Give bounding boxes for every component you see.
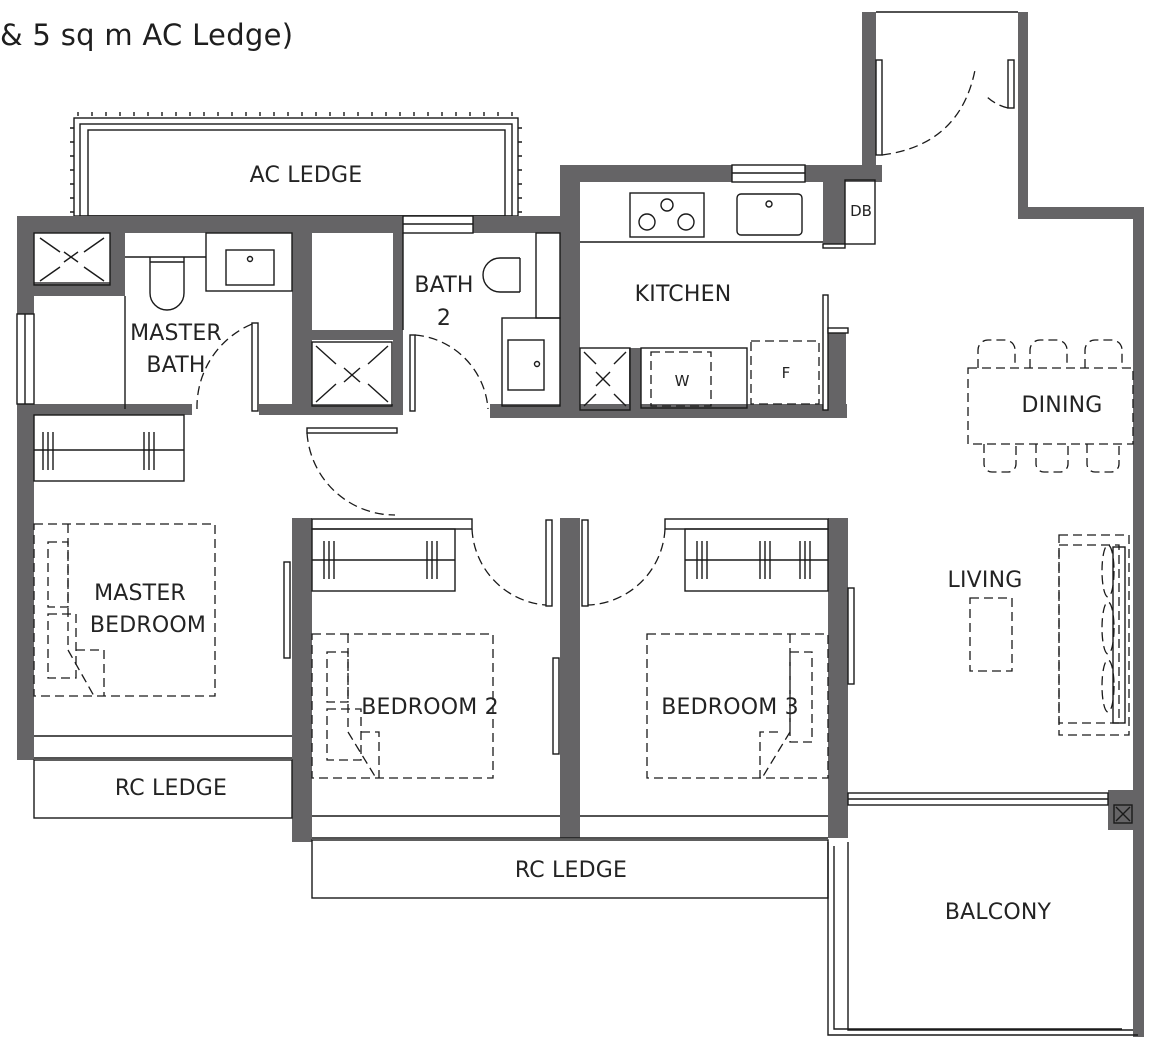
bath-2 <box>311 215 561 412</box>
kitchen <box>579 164 876 411</box>
label-washer: W <box>675 372 690 390</box>
rc-ledge-left <box>33 759 293 819</box>
room-label-bedroom-2: BEDROOM 2 <box>361 695 499 720</box>
entrance-door[interactable] <box>875 11 1018 156</box>
floor-plan-caption: & 5 sq m AC Ledge) <box>0 18 294 52</box>
room-label-master-bath-1: MASTER <box>130 321 222 346</box>
walls <box>17 12 1144 1037</box>
balcony <box>827 792 1138 1036</box>
living-furniture <box>969 534 1130 736</box>
room-label-master-bedroom-1: MASTER <box>94 581 186 606</box>
master-bedroom <box>33 414 398 737</box>
room-label-bath2-1: BATH <box>414 273 473 298</box>
label-db: DB <box>850 202 872 220</box>
room-label-ac-ledge: AC LEDGE <box>250 163 363 188</box>
room-label-kitchen: KITCHEN <box>635 282 732 307</box>
master-bath <box>16 232 293 412</box>
room-label-bedroom-3: BEDROOM 3 <box>661 695 799 720</box>
room-label-bath2-2: 2 <box>437 306 451 331</box>
bedroom-2 <box>311 518 560 817</box>
dining-table <box>967 339 1134 473</box>
room-label-master-bath-2: BATH <box>146 353 205 378</box>
room-label-master-bedroom-2: BEDROOM <box>90 613 206 638</box>
bedroom-3 <box>580 518 855 817</box>
room-label-dining: DINING <box>1021 393 1102 418</box>
label-fridge: F <box>782 364 791 382</box>
room-label-balcony: BALCONY <box>945 900 1052 925</box>
room-label-rc-ledge-left: RC LEDGE <box>115 776 227 801</box>
room-label-rc-ledge-bottom: RC LEDGE <box>515 858 627 883</box>
room-label-living: LIVING <box>948 568 1023 593</box>
